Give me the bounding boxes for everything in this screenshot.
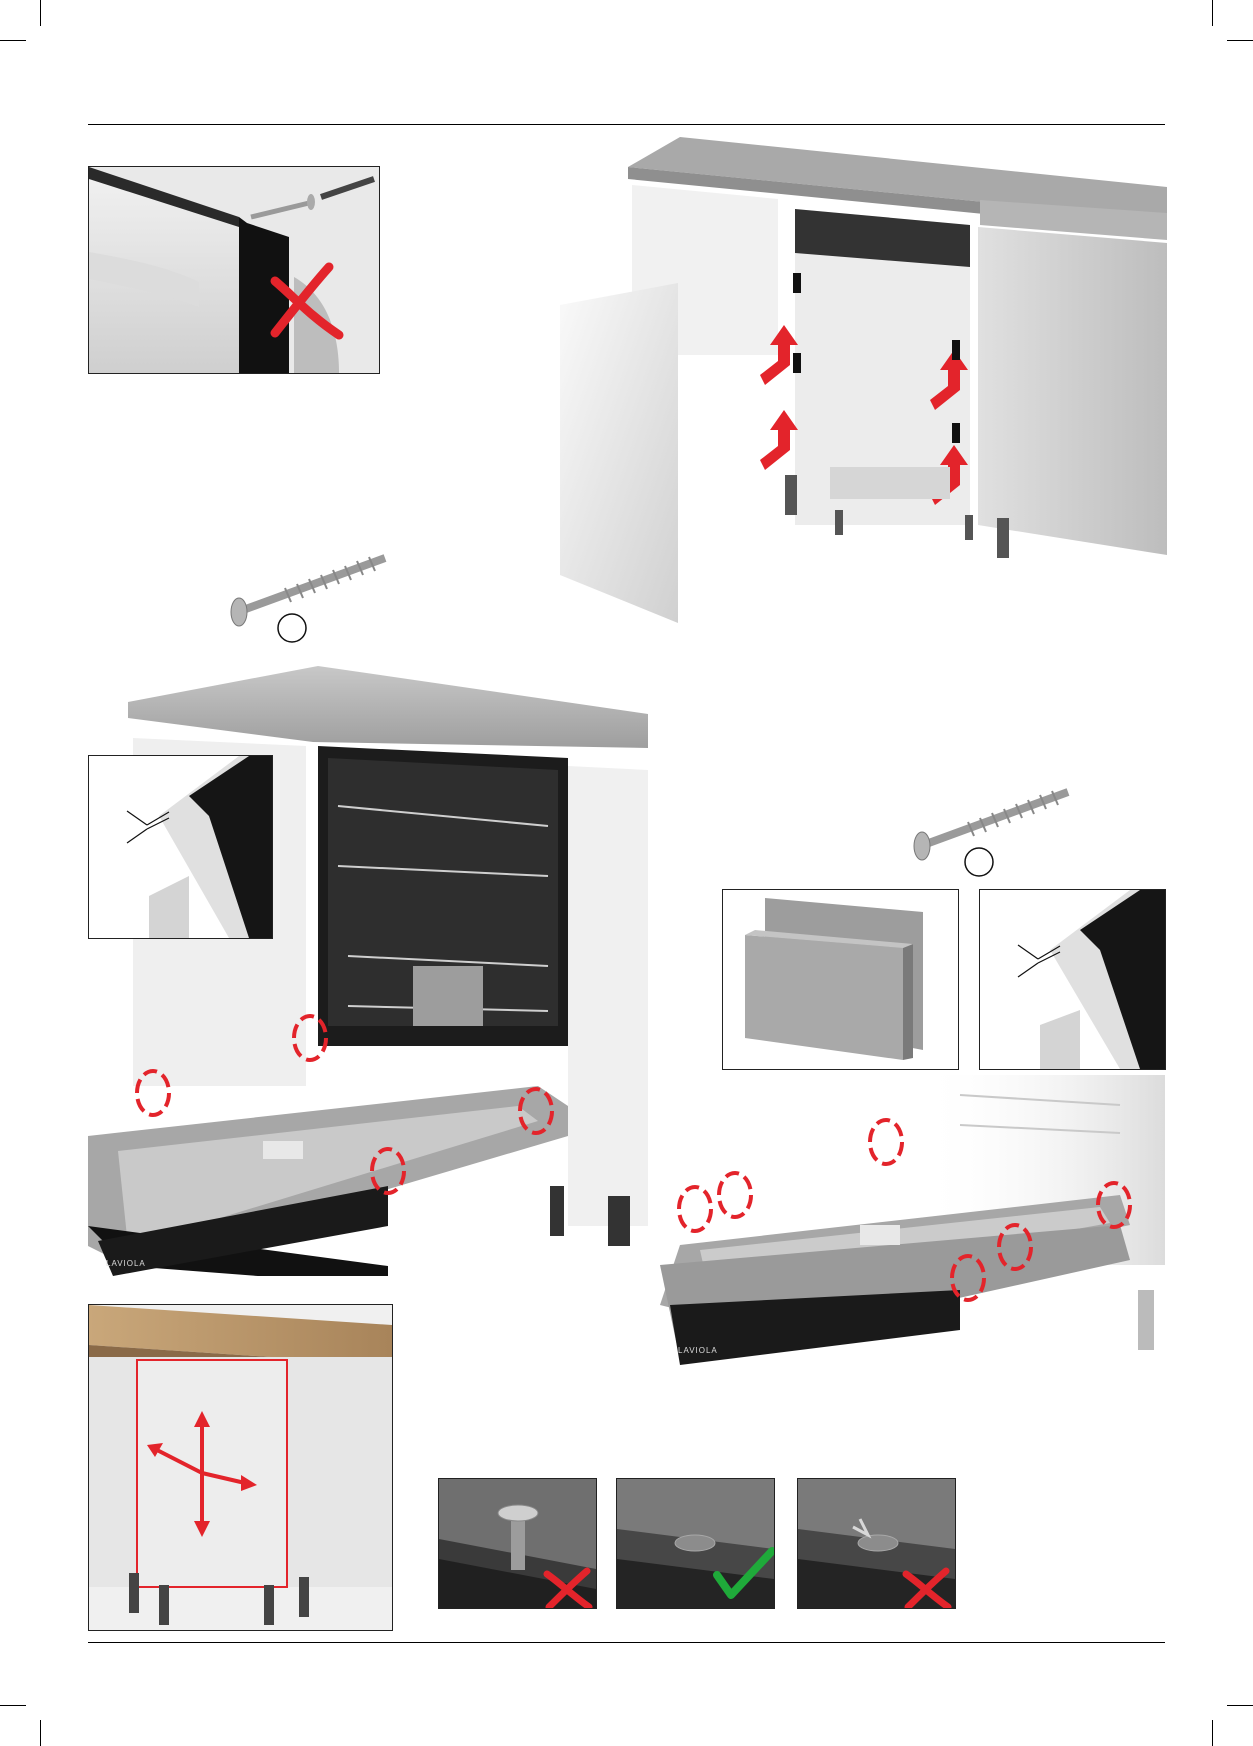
screw-head-damaged-wrong	[797, 1478, 956, 1609]
footer-rule	[88, 1642, 1165, 1643]
gap-detail-right	[979, 889, 1166, 1070]
adjust-panel-position	[88, 1304, 393, 1631]
crop-mark	[1227, 1705, 1253, 1706]
door-screw-positions-right: LAVIOLA	[660, 1075, 1165, 1375]
label-circle-icon	[965, 848, 993, 876]
crop-mark	[0, 40, 26, 41]
screw-head-protruding-wrong	[438, 1478, 597, 1609]
label-circle-icon	[278, 614, 306, 642]
crop-mark	[1212, 0, 1213, 26]
panel-screw-through-door-wrong	[88, 166, 380, 374]
screw-b	[908, 782, 1078, 882]
screw-a	[225, 548, 395, 648]
gap-detail-left	[88, 755, 273, 939]
crop-mark	[0, 1705, 26, 1706]
panel-pieces	[722, 889, 959, 1070]
crop-mark	[40, 1720, 41, 1746]
crop-mark	[1227, 40, 1253, 41]
brand-label: LAVIOLA	[106, 1259, 146, 1268]
screw-head-flush-correct	[616, 1478, 775, 1609]
crop-mark	[40, 0, 41, 26]
brand-label: LAVIOLA	[678, 1346, 718, 1355]
fit-door-panel-onto-dishwasher	[560, 125, 1170, 630]
crop-mark	[1212, 1720, 1213, 1746]
